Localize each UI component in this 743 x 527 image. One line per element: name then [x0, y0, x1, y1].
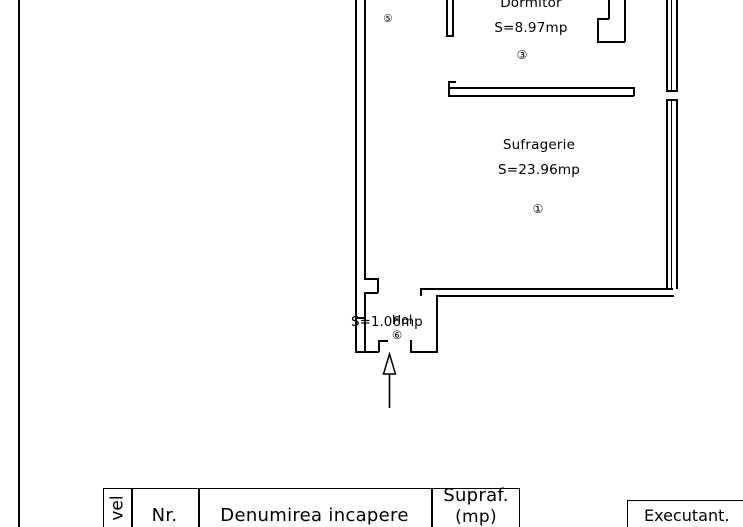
- table-col-divider-1: [131, 489, 133, 527]
- wall-right-outer: [666, 0, 668, 90]
- table-header-nr-text: Nr.: [151, 505, 178, 526]
- wall-sufragerie-bottom-lower: [436, 295, 674, 297]
- wall-hol-notch-v: [364, 317, 366, 352]
- room-label-hol-name: Hol ⑥: [368, 298, 413, 357]
- wall-right-outer-lower: [666, 99, 668, 289]
- table-header-denumirea-text: Denumirea incapere: [220, 505, 409, 526]
- wall-niche-step-h: [597, 18, 609, 20]
- wall-hol-right-stub: [378, 340, 380, 352]
- wall-niche-step-v: [608, 0, 610, 19]
- wall-right-inner: [676, 0, 678, 90]
- wall-hol-top: [364, 292, 378, 294]
- room-label-sufragerie-area: S=23.96mp: [497, 162, 581, 178]
- wall-mid-horizontal-right-cap: [633, 87, 635, 96]
- wall-right-mid-lower: [671, 99, 673, 289]
- table-header-nivel: vel: [104, 489, 131, 527]
- wall-niche-right-vert: [624, 0, 626, 42]
- wall-mid-horizontal-left-cap: [448, 81, 450, 96]
- window-opening-top: [666, 90, 678, 92]
- table-header-denumirea: Denumirea incapere: [198, 489, 431, 527]
- wall-left-jog-top: [364, 278, 378, 280]
- wall-mid-horizontal-top: [448, 87, 634, 89]
- wall-door-jamb-bottom: [410, 351, 438, 353]
- entrance-direction-arrow: [378, 351, 402, 410]
- room-label-dormitor-area: S=8.97mp: [494, 20, 568, 36]
- table-col-divider-2: [198, 489, 200, 527]
- plan-marker-5: ⑤: [383, 13, 393, 25]
- table-header-nivel-text: vel: [107, 494, 128, 521]
- wall-hol-bottom: [355, 351, 379, 353]
- table-header-nr: Nr.: [131, 489, 198, 527]
- wall-dormitor-partition-outer: [446, 0, 448, 36]
- table-col-divider-3: [431, 489, 433, 527]
- wall-mid-horizontal-bottom: [448, 95, 634, 97]
- wall-mid-shelf-seg: [598, 87, 634, 89]
- wall-right-mid: [671, 0, 673, 90]
- wall-right-inner-lower: [676, 99, 678, 289]
- wall-sufragerie-bottom-left-riser: [420, 288, 422, 296]
- wall-dormitor-partition-cap: [446, 35, 454, 37]
- wall-left-jog-vert: [377, 278, 379, 293]
- wall-hol-right-stub-top: [378, 340, 388, 342]
- wall-hol-left: [364, 292, 366, 317]
- room-marker-dormitor: ③: [516, 48, 528, 62]
- wall-left-outer: [355, 0, 357, 300]
- room-marker-hol: ⑥: [391, 327, 403, 342]
- wall-niche-bottom: [597, 41, 625, 43]
- wall-mid-horizontal-left-top: [448, 81, 456, 83]
- wall-niche-left-vert: [597, 18, 599, 42]
- wall-hol-left-lower: [355, 300, 357, 352]
- wall-hol-notch-h: [355, 317, 365, 319]
- room-label-dormitor-name: Dormitor: [500, 0, 562, 11]
- executant-title-block: Executant.: [627, 500, 743, 527]
- sheet-left-border: [18, 0, 20, 527]
- wall-door-jamb-right: [436, 295, 438, 352]
- table-header-supraf-text: Supraf.: [443, 485, 509, 506]
- hol-name-text: Hol: [391, 311, 413, 327]
- room-label-sufragerie-name: Sufragerie: [502, 137, 576, 153]
- wall-sufragerie-bottom-upper: [420, 288, 673, 290]
- executant-label: Executant.: [644, 506, 730, 525]
- room-marker-sufragerie: ①: [532, 202, 544, 216]
- table-header-supraf: Supraf. (mp): [431, 485, 521, 527]
- wall-left-inner: [364, 0, 366, 278]
- wall-door-jamb-left: [410, 340, 412, 352]
- table-header-supraf-unit: (mp): [455, 507, 497, 527]
- room-schedule-table: vel Nr. Denumirea incapere Supraf. (mp): [103, 485, 521, 527]
- wall-dormitor-partition-inner: [452, 0, 454, 36]
- room-label-hol-area: S=1.06mp: [351, 314, 423, 330]
